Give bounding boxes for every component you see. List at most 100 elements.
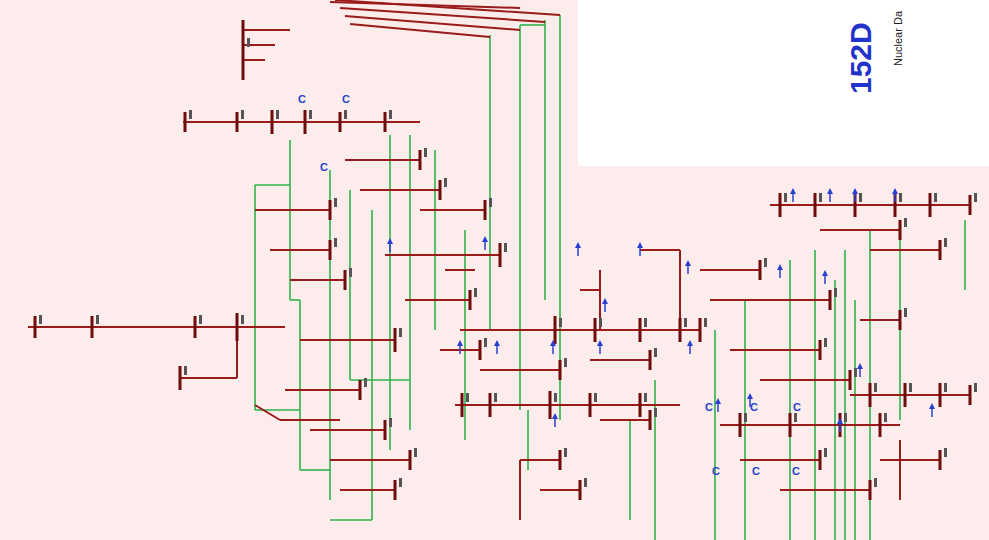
bus-number-mark (334, 198, 337, 207)
load-arrow (852, 188, 858, 202)
bus-bar (679, 318, 682, 342)
bus-number-mark (564, 358, 567, 367)
bus-bar (194, 316, 197, 338)
line-segment (180, 377, 237, 379)
bus-bar (179, 366, 182, 390)
bus-bar (184, 112, 187, 132)
bus-bar (969, 385, 972, 405)
bus-bar (489, 393, 492, 417)
bus-bar (819, 340, 822, 360)
branch-line (300, 469, 330, 471)
line-segment (330, 459, 410, 461)
bus-number-mark (899, 193, 902, 202)
line-segment (520, 459, 560, 461)
bus-bar (904, 383, 907, 407)
line-segment (820, 229, 900, 231)
bus-bar (394, 480, 397, 500)
line-segment (780, 489, 870, 491)
bus-bar (359, 380, 362, 400)
bus-number-mark (654, 408, 657, 417)
load-arrow (822, 270, 828, 284)
bus-number-mark (884, 413, 887, 422)
bus-number-mark (199, 315, 202, 324)
line-segment (350, 24, 490, 37)
bus-number-mark (904, 308, 907, 317)
load-arrow (892, 188, 898, 202)
bus-number-mark (819, 193, 822, 202)
line-segment (899, 440, 901, 500)
load-head (929, 403, 935, 409)
load-head (637, 242, 643, 248)
load-head (747, 393, 753, 399)
bus-number-mark (399, 328, 402, 337)
bus-bar (589, 393, 592, 417)
line-segment (420, 209, 485, 211)
line-segment (740, 459, 820, 461)
line-segment (345, 159, 420, 161)
load-head (715, 398, 721, 404)
bus-bar (814, 193, 817, 217)
bus-bar (939, 383, 942, 407)
load-arrow (637, 242, 643, 256)
bus-number-mark (189, 110, 192, 119)
load-head (777, 264, 783, 270)
branch-line (844, 250, 846, 540)
capacitor-mark: C (342, 94, 350, 105)
bus-number-mark (844, 413, 847, 422)
line-segment (760, 379, 850, 381)
bus-number-mark (874, 478, 877, 487)
bus-bar (271, 110, 274, 134)
branch-line (519, 25, 521, 410)
bus-bar (304, 110, 307, 134)
branch-line (489, 35, 491, 330)
line-segment (730, 349, 820, 351)
branch-line (290, 299, 300, 301)
bus-number-mark (974, 193, 977, 202)
bus-bar (384, 420, 387, 440)
line-segment (285, 389, 360, 391)
branch-line (289, 140, 291, 300)
load-head (457, 340, 463, 346)
bus-number-mark (494, 393, 497, 402)
bus-bar (779, 193, 782, 217)
bus-bar (879, 413, 882, 437)
load-head (494, 340, 500, 346)
bus-number-mark (594, 393, 597, 402)
bus-bar (344, 270, 347, 290)
load-head (857, 363, 863, 369)
bus-number-mark (344, 110, 347, 119)
bus-bar (329, 200, 332, 220)
bus-number-mark (654, 348, 657, 357)
line-segment (405, 299, 470, 301)
line-segment (460, 329, 700, 331)
bus-bar (869, 383, 872, 407)
line-segment (385, 254, 500, 256)
load-arrow (837, 418, 843, 432)
bus-number-mark (559, 318, 562, 327)
load-head (597, 340, 603, 346)
bus-number-mark (859, 193, 862, 202)
load-arrow (685, 260, 691, 274)
bus-bar (419, 150, 422, 170)
bus-bar (819, 450, 822, 470)
line-segment (340, 489, 395, 491)
bus-number-mark (484, 338, 487, 347)
load-head (852, 188, 858, 194)
capacitor-mark: C (793, 402, 801, 413)
load-arrow (494, 340, 500, 354)
bus-number-mark (474, 288, 477, 297)
bus-number-mark (744, 413, 747, 422)
capacitor-mark: C (712, 466, 720, 477)
bus-number-mark (704, 318, 707, 327)
bus-bar (759, 260, 762, 280)
bus-bar (479, 340, 482, 360)
bus-number-mark (824, 338, 827, 347)
branch-line (854, 300, 856, 540)
load-arrow (827, 188, 833, 202)
branch-line (409, 135, 411, 430)
bus-bar (839, 413, 842, 437)
load-head (685, 260, 691, 266)
line-segment (255, 209, 330, 211)
branch-line (629, 420, 631, 520)
bus-number-mark (564, 448, 567, 457)
